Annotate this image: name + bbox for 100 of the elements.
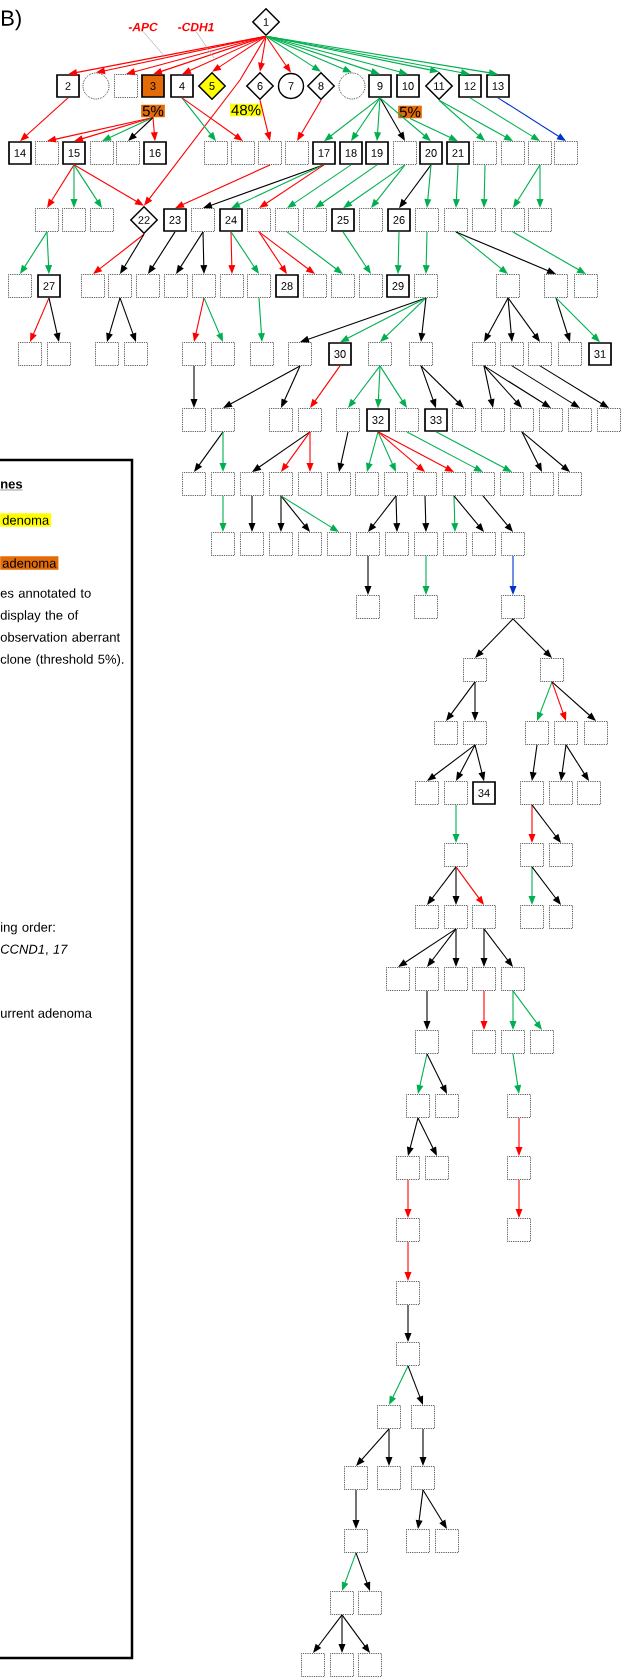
- legend-note: es annotated to display the of observation aberrant clone (threshold 5%).: [0, 588, 124, 667]
- arrow: [128, 116, 154, 142]
- arrow: [507, 297, 540, 343]
- arrow: [258, 231, 315, 275]
- arrow: [265, 35, 321, 72]
- arrow: [102, 116, 154, 142]
- arrow: [277, 495, 285, 533]
- arrow: [310, 365, 341, 409]
- arrow: [422, 495, 430, 533]
- empty-clone-box: [231, 141, 255, 165]
- gene-label: -APC: [128, 22, 158, 32]
- arrow: [343, 164, 406, 209]
- arrow: [407, 1365, 424, 1406]
- arrow: [338, 1614, 346, 1654]
- empty-clone-box: [415, 208, 439, 232]
- arrow: [404, 1179, 412, 1219]
- percentage-label: 48%: [230, 103, 262, 117]
- arrow: [368, 495, 397, 533]
- arrow: [297, 99, 322, 142]
- empty-clone-box: [192, 274, 216, 298]
- arrow: [73, 164, 102, 209]
- empty-clone-box: [463, 658, 487, 682]
- empty-clone-box: [414, 274, 438, 298]
- empty-clone-box: [116, 141, 140, 165]
- arrow: [427, 866, 457, 906]
- empty-clone-box: [336, 408, 360, 432]
- empty-clone-box: [501, 595, 525, 619]
- arrow: [286, 231, 343, 275]
- empty-clone-box: [344, 1529, 368, 1553]
- arrow: [509, 555, 517, 596]
- empty-clone-box: [395, 408, 419, 432]
- arrow: [471, 681, 479, 722]
- empty-clone-box: [525, 721, 549, 745]
- arrow: [426, 1053, 447, 1095]
- arrow: [507, 297, 515, 343]
- clone-box: 30: [328, 342, 352, 366]
- empty-clone-box: [597, 408, 621, 432]
- empty-clone-box: [425, 1156, 449, 1180]
- empty-clone-box: [220, 274, 244, 298]
- empty-clone-box: [385, 532, 409, 556]
- empty-clone-box: [413, 472, 437, 496]
- empty-clone-box: [528, 208, 552, 232]
- empty-clone-box: [8, 274, 32, 298]
- arrow: [422, 231, 430, 275]
- empty-clone-box: [211, 532, 235, 556]
- empty-clone-box: [501, 208, 525, 232]
- empty-clone-box: [81, 274, 105, 298]
- empty-clone-box: [182, 472, 206, 496]
- arrow: [248, 495, 256, 533]
- empty-clone-box: [344, 1466, 368, 1490]
- clone-box: 31: [588, 342, 612, 366]
- arrow: [558, 744, 567, 782]
- empty-clone-box: [330, 1653, 354, 1677]
- empty-clone-box: [62, 208, 86, 232]
- arrow: [385, 1428, 393, 1467]
- empty-clone-box: [275, 208, 299, 232]
- arrow: [497, 97, 566, 142]
- empty-clone-box: [377, 1405, 401, 1429]
- empty-clone-box: [558, 472, 582, 496]
- arrow: [484, 297, 509, 343]
- arrow: [377, 431, 396, 473]
- arrow: [265, 35, 352, 73]
- empty-clone-box: [356, 595, 380, 619]
- empty-clone-box: [472, 1030, 496, 1054]
- empty-clone-box: [539, 408, 563, 432]
- arrow: [337, 431, 349, 473]
- arrow: [452, 928, 460, 968]
- arrow: [565, 744, 589, 782]
- arrow: [424, 164, 432, 209]
- empty-clone-box: [359, 274, 383, 298]
- arrow: [455, 231, 508, 275]
- empty-clone-box: [520, 843, 544, 867]
- leader-line: [195, 31, 215, 59]
- arrow: [223, 365, 301, 409]
- empty-clone-box: [507, 1156, 531, 1180]
- empty-clone-box: [298, 408, 322, 432]
- clone-box: 28: [275, 274, 299, 298]
- clone-box: 19: [365, 141, 389, 165]
- empty-clone-box: [386, 967, 410, 991]
- arrow: [351, 97, 381, 142]
- arrow: [555, 297, 571, 343]
- leader-line: [142, 31, 167, 59]
- clone-box: 23: [163, 208, 187, 232]
- empty-clone-box: [191, 208, 215, 232]
- empty-clone-box: [472, 967, 496, 991]
- empty-clone-box: [35, 141, 59, 165]
- empty-clone-box: [182, 342, 206, 366]
- arrow: [287, 164, 352, 209]
- arrow: [257, 297, 265, 343]
- legend-label: denoma: [2, 515, 50, 525]
- arrow: [512, 618, 552, 659]
- empty-clone-box: [247, 274, 271, 298]
- empty-clone-box: [520, 781, 544, 805]
- arrow: [474, 744, 486, 782]
- arrow: [480, 164, 488, 209]
- arrow: [20, 97, 69, 142]
- empty-clone-box: [540, 658, 564, 682]
- arrow: [73, 164, 144, 206]
- arrow: [531, 804, 561, 844]
- empty-clone-box: [377, 1466, 401, 1490]
